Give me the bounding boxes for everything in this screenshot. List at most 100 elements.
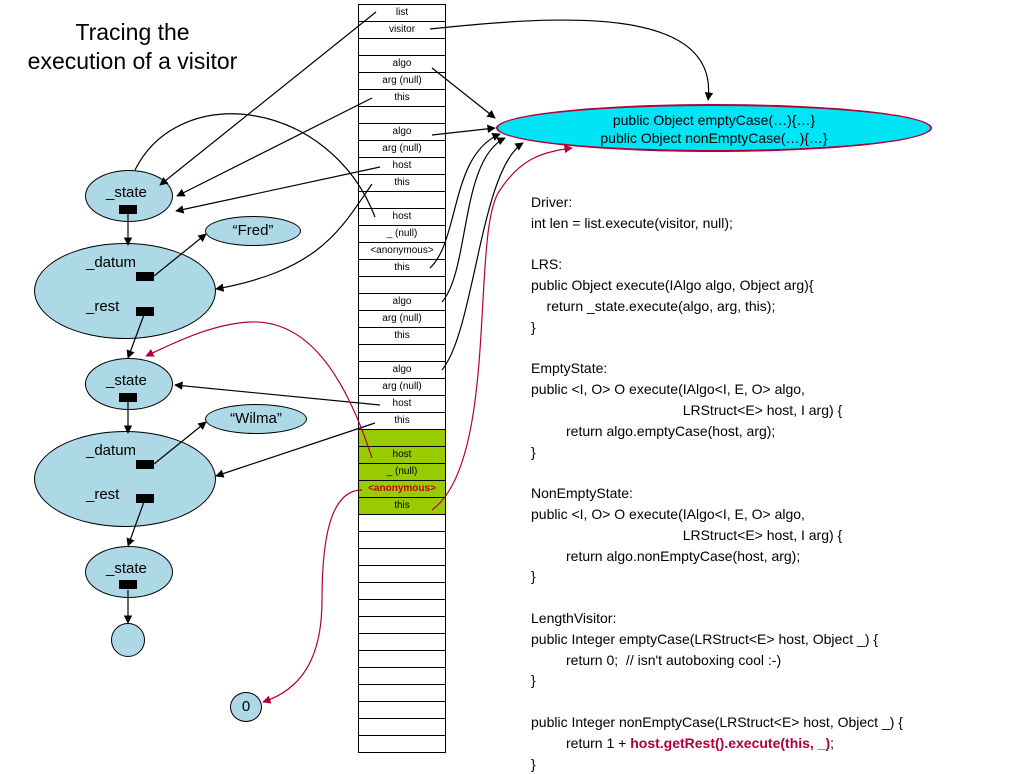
state-label-2: _state: [106, 372, 147, 389]
arrow-anon-this: [429, 133, 501, 269]
stack-cell: [359, 583, 445, 600]
stack-cell: host: [359, 209, 445, 226]
code-line: public Object execute(IAlgo algo, Object…: [531, 277, 814, 294]
arrow-algo4: [441, 142, 524, 371]
code-line: int len = list.execute(visitor, null);: [531, 214, 733, 231]
stack-cell: algo: [359, 294, 445, 311]
red-arrow-host-to-state: [145, 321, 373, 459]
code-line: }: [531, 443, 536, 460]
stack-cell: [359, 277, 445, 294]
stack-cell: arg (null): [359, 379, 445, 396]
rest-label-2: _rest: [86, 486, 120, 503]
stack-cell: algo: [359, 56, 445, 73]
stack-cell: host: [359, 447, 445, 464]
stack-cell: [359, 549, 445, 566]
recursive-call-highlight: host.getRest().execute(this, _): [630, 734, 831, 751]
stack-cell: this: [359, 328, 445, 345]
stack-cell: arg (null): [359, 141, 445, 158]
title-line-2: execution of a visitor: [27, 48, 238, 74]
code-line: }: [531, 568, 536, 585]
visitor-method-nonempty: public Object nonEmptyCase(…){…}: [600, 130, 828, 146]
arrow-this2: [215, 183, 373, 292]
rest-pointer-2: [136, 494, 154, 503]
length-visitor-object: public Object emptyCase(…){…} public Obj…: [496, 104, 932, 152]
stack-cell: algo: [359, 362, 445, 379]
datum-pointer-2: [136, 460, 154, 469]
red-arrow-this-to-visitor: [431, 144, 573, 511]
state-pointer-3: [119, 580, 137, 589]
stack-cell: [359, 515, 445, 532]
stack-cell: _ (null): [359, 226, 445, 243]
state-pointer-1: [119, 205, 137, 214]
stack-cell: [359, 685, 445, 702]
arrow-this3: [215, 422, 376, 478]
stack-cell: [359, 600, 445, 617]
code-line: NonEmptyState:: [531, 485, 633, 502]
code-line: }: [531, 755, 536, 772]
stack-cell: [359, 651, 445, 668]
stack-cell: <anonymous>: [359, 481, 445, 498]
slide-title: Tracing the execution of a visitor: [10, 18, 255, 76]
code-line: LRStruct<E> host, I arg) {: [531, 526, 843, 543]
code-listing: Driver:int len = list.execute(visitor, n…: [531, 192, 903, 774]
arrow-list-to-state: [159, 11, 377, 186]
state-label-3: _state: [106, 560, 147, 577]
code-line: return _state.execute(algo, arg, this);: [531, 297, 776, 314]
stack-cell: host: [359, 158, 445, 175]
stack-cell: algo: [359, 124, 445, 141]
arrow-datum2-wilma: [153, 421, 207, 465]
title-line-1: Tracing the: [75, 19, 190, 45]
arrow-rest2-down: [126, 498, 146, 547]
arrow-algo1: [431, 67, 496, 119]
code-line: LengthVisitor:: [531, 609, 617, 626]
arrow-datum1-fred: [153, 233, 207, 277]
code-line: public <I, O> O execute(IAlgo<I, E, O> a…: [531, 505, 805, 522]
arrow-host3: [174, 381, 381, 406]
zero-result-bubble: 0: [230, 692, 262, 722]
stack-cell: [359, 566, 445, 583]
visitor-method-empty: public Object emptyCase(…){…}: [612, 112, 816, 128]
stack-cell: [359, 617, 445, 634]
stack-cell: _ (null): [359, 464, 445, 481]
stack-cell: [359, 39, 445, 56]
code-line: return 0; // isn't autoboxing cool :-): [531, 651, 782, 668]
datum-node-1: [34, 243, 216, 339]
stack-cell: visitor: [359, 22, 445, 39]
code-line: return algo.emptyCase(host, arg);: [531, 422, 776, 439]
code-line: LRStruct<E> host, I arg) {: [531, 401, 843, 418]
stack-cell: this: [359, 175, 445, 192]
stack-cell: [359, 634, 445, 651]
fred-bubble: “Fred”: [205, 216, 301, 246]
rest-label-1: _rest: [86, 298, 120, 315]
stack-cell: [359, 345, 445, 362]
stack-cell: this: [359, 90, 445, 107]
arrow-visitor-to-object: [429, 19, 714, 101]
stack-cell: [359, 430, 445, 447]
state-node-3: [85, 546, 173, 598]
red-arrow-anon-to-zero: [262, 489, 363, 704]
datum-label-2: _datum: [86, 442, 137, 459]
code-fragment: ;: [830, 734, 835, 751]
arrow-algo3: [441, 137, 506, 303]
datum-pointer-1: [136, 272, 154, 281]
stack-cell: list: [359, 5, 445, 22]
state-label-1: _state: [106, 184, 147, 201]
code-line: }: [531, 672, 536, 689]
code-line: LRS:: [531, 256, 563, 273]
stack-cell: [359, 736, 445, 753]
code-line: }: [531, 318, 536, 335]
code-line: return algo.nonEmptyCase(host, arg);: [531, 547, 801, 564]
rest-pointer-1: [136, 307, 154, 316]
arrow-rest1-down: [126, 311, 146, 359]
stack-cell: [359, 702, 445, 719]
arrow-algo2: [431, 124, 496, 136]
datum-node-2: [34, 431, 216, 527]
stack-cell: [359, 107, 445, 124]
arrow-host1: [175, 166, 381, 214]
wilma-bubble: “Wilma”: [205, 404, 307, 434]
stack-cell: this: [359, 413, 445, 430]
stack-cell: [359, 192, 445, 209]
code-line: public <I, O> O execute(IAlgo<I, E, O> a…: [531, 381, 805, 398]
